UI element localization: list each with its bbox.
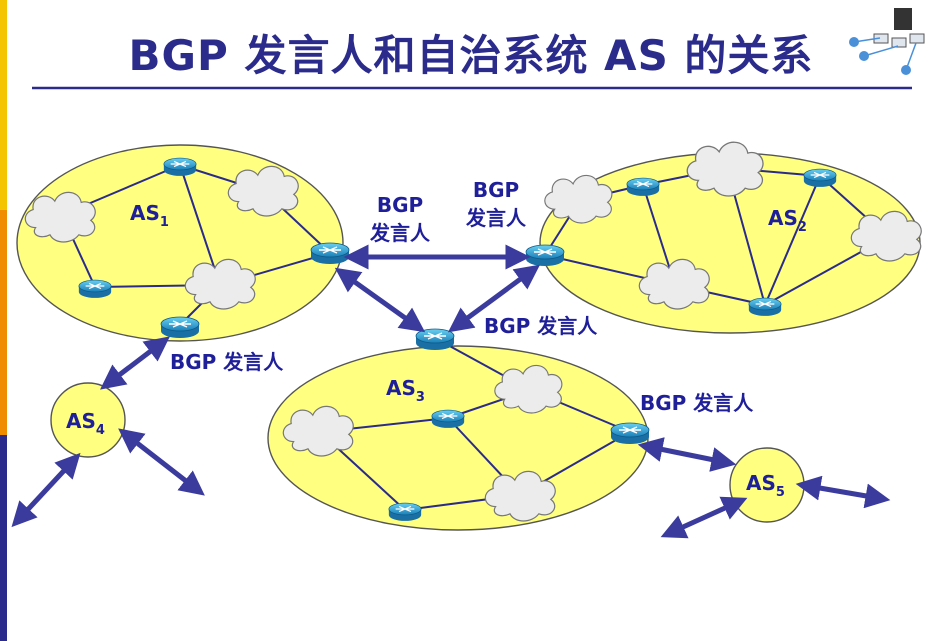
router-icon — [748, 297, 782, 317]
speaker-label-top-right-2: 发言人 — [465, 206, 527, 230]
network-logo-icon — [849, 8, 925, 75]
router-icon — [431, 409, 465, 429]
speaker-label-center: BGP 发言人 — [484, 314, 598, 338]
bgp-arrow-as1-as3 — [334, 267, 426, 333]
router-icon — [610, 422, 650, 445]
router-icon — [415, 328, 455, 351]
bgp-arrow-as1-as4 — [100, 336, 170, 390]
bgp-arrow-as2-as3 — [447, 264, 541, 333]
as5-label: AS5 — [746, 471, 785, 500]
router-icon — [626, 177, 660, 197]
bgp-arrow-as5-out1 — [660, 496, 748, 539]
router-icon — [803, 168, 837, 188]
router-icon — [78, 279, 112, 299]
as4-region — [50, 382, 126, 458]
router-icon — [388, 502, 422, 522]
router-icon — [163, 157, 197, 177]
speaker-label-right: BGP 发言人 — [640, 391, 754, 415]
speaker-label-top-left-1: BGP — [377, 193, 423, 217]
as3-label: AS3 — [386, 376, 425, 405]
bgp-speaker-labels: BGP 发言人 BGP 发言人 BGP 发言人 BGP 发言人 BGP 发言人 — [170, 178, 754, 415]
as4-label: AS4 — [66, 409, 105, 438]
bgp-arrows — [11, 244, 891, 539]
cloud-icon — [686, 141, 764, 197]
router-icon — [310, 242, 350, 265]
sidebar-blue — [0, 435, 7, 641]
bgp-arrow-as4-out2 — [118, 428, 205, 496]
speaker-label-left: BGP 发言人 — [170, 350, 284, 374]
speaker-label-top-left-2: 发言人 — [369, 221, 431, 245]
as1-label: AS1 — [130, 201, 169, 230]
router-icon — [525, 244, 565, 267]
bgp-arrow-as5-out2 — [795, 475, 891, 509]
sidebar-orange — [0, 210, 7, 435]
router-icon — [160, 316, 200, 339]
bgp-arrow-as4-out1 — [11, 452, 81, 528]
slide-title: BGP 发言人和自治系统 AS 的关系 — [128, 31, 814, 80]
bgp-arrow-as3-as5 — [637, 437, 737, 472]
as2-label: AS2 — [768, 206, 807, 235]
sidebar-yellow — [0, 0, 7, 210]
speaker-label-top-right-1: BGP — [473, 178, 519, 202]
